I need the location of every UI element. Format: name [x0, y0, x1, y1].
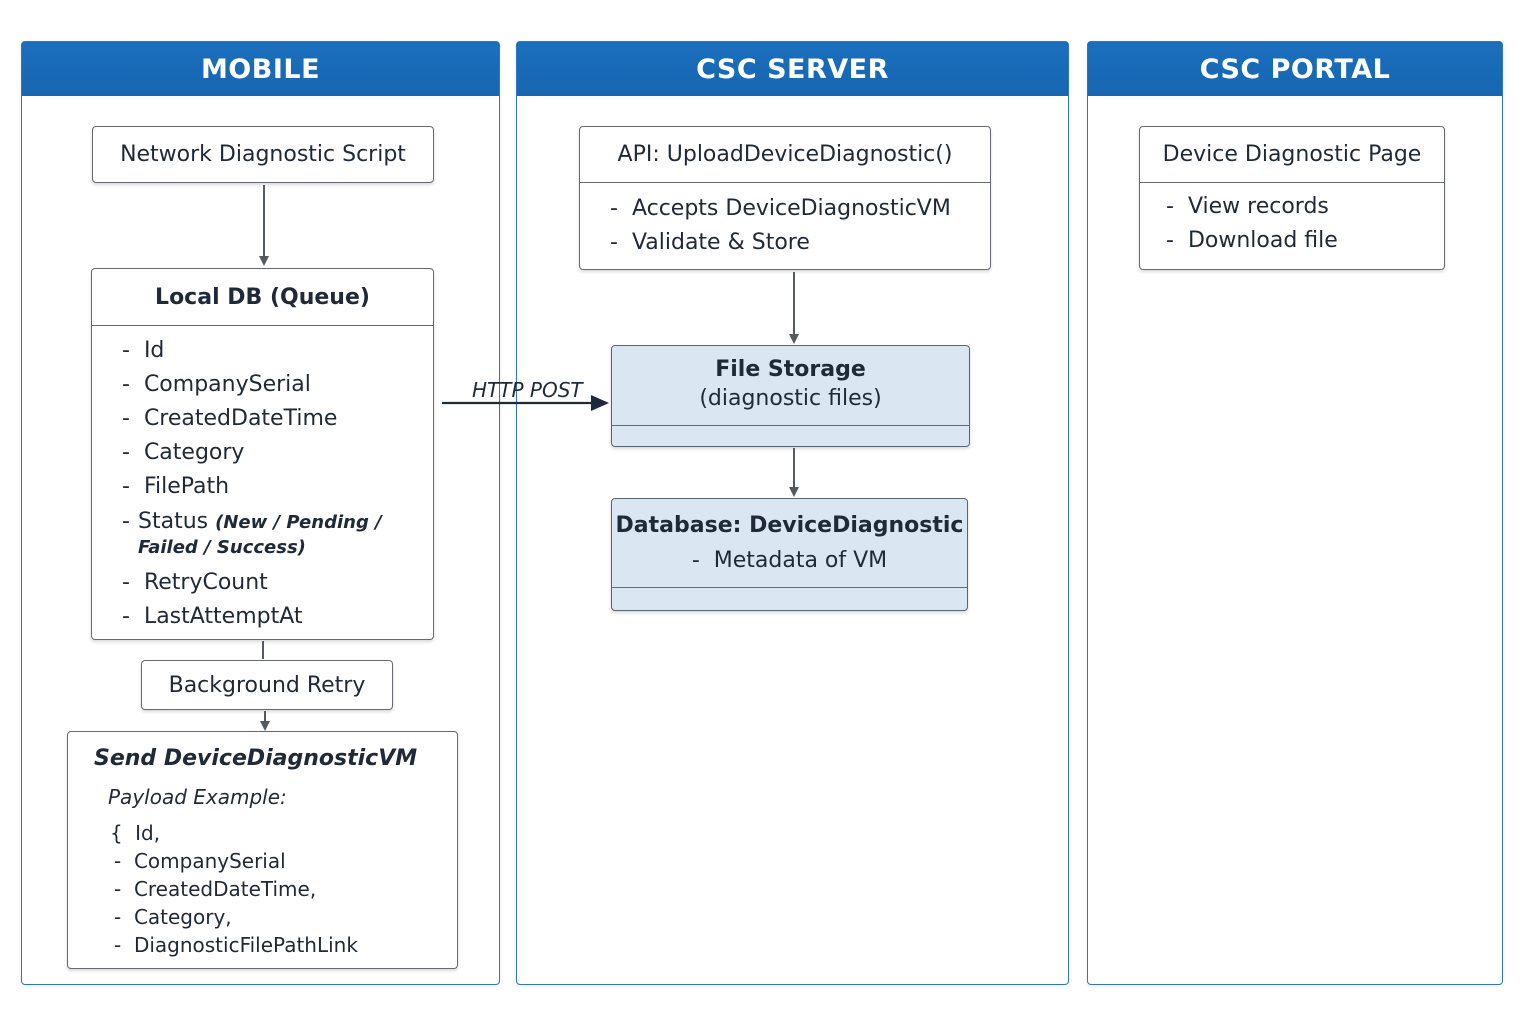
api-upload-box: API: UploadDeviceDiagnostic() Accepts De…: [579, 126, 991, 270]
http-post-label: HTTP POST: [472, 378, 583, 402]
device-diagnostic-page-divider: [1140, 182, 1444, 183]
local-db-field: CreatedDateTime: [122, 402, 433, 436]
payload-first-field: Id,: [135, 821, 161, 845]
device-diagnostic-page-title: Device Diagnostic Page: [1162, 142, 1422, 167]
database-box: Database: DeviceDiagnostic - Metadata of…: [611, 498, 968, 611]
payload-open-brace: {: [110, 821, 123, 845]
mobile-lane-header: MOBILE: [22, 42, 499, 96]
database-item: - Metadata of VM: [691, 548, 888, 573]
local-db-field: CompanySerial: [122, 368, 433, 402]
local-db-field: FilePath: [122, 470, 433, 504]
background-retry-box: Background Retry: [141, 660, 393, 710]
database-item-text: Metadata of VM: [713, 548, 888, 573]
local-db-field: LastAttemptAt: [122, 600, 433, 634]
database-divider: [612, 587, 967, 588]
api-upload-divider: [580, 182, 990, 183]
local-db-field: RetryCount: [122, 566, 433, 600]
api-upload-item: Validate & Store: [610, 226, 990, 260]
network-diagnostic-script-box: Network Diagnostic Script: [92, 126, 434, 183]
payload-field: Category,: [114, 903, 457, 931]
send-device-diagnostic-box: Send DeviceDiagnosticVM Payload Example:…: [67, 731, 458, 969]
file-storage-title: File Storage: [715, 357, 866, 382]
file-storage-subtitle: (diagnostic files): [699, 386, 882, 411]
status-label: Status: [138, 509, 209, 534]
send-box-title: Send DeviceDiagnosticVM: [94, 746, 418, 771]
payload-field: DiagnosticFilePathLink: [114, 931, 457, 959]
payload-field: CompanySerial: [114, 847, 457, 875]
database-title: Database: DeviceDiagnostic: [615, 513, 964, 538]
api-upload-items: Accepts DeviceDiagnosticVM Validate & St…: [580, 183, 990, 260]
payload-label: Payload Example:: [108, 785, 287, 809]
device-diagnostic-page-item: Download file: [1166, 224, 1444, 258]
local-db-field: Category: [122, 436, 433, 470]
device-diagnostic-page-item: View records: [1166, 190, 1444, 224]
local-db-status-field: - Status (New / Pending / Failed / Succe…: [122, 509, 382, 559]
portal-lane-header: CSC PORTAL: [1088, 42, 1502, 96]
device-diagnostic-page-box: Device Diagnostic Page View records Down…: [1139, 126, 1445, 270]
api-upload-item: Accepts DeviceDiagnosticVM: [610, 192, 990, 226]
local-db-field-list-after: RetryCount LastAttemptAt: [122, 566, 433, 634]
local-db-field-list: Id CompanySerial CreatedDateTime Categor…: [122, 334, 433, 504]
file-storage-box: File Storage (diagnostic files): [611, 345, 970, 447]
server-lane-header: CSC SERVER: [517, 42, 1068, 96]
status-values: (New / Pending / Failed / Success): [138, 512, 382, 558]
api-upload-title: API: UploadDeviceDiagnostic(): [617, 142, 953, 167]
background-retry-label: Background Retry: [168, 672, 366, 698]
network-diagnostic-script-label: Network Diagnostic Script: [120, 142, 406, 167]
device-diagnostic-page-items: View records Download file: [1140, 183, 1444, 258]
local-db-box: Local DB (Queue) Id CompanySerial Create…: [91, 268, 434, 640]
payload-field: CreatedDateTime,: [114, 875, 457, 903]
local-db-field: Id: [122, 334, 433, 368]
local-db-divider: [92, 325, 433, 326]
payload-first-line: { Id,: [68, 809, 457, 847]
payload-field-list: CompanySerial CreatedDateTime, Category,…: [68, 847, 457, 959]
file-storage-divider: [612, 425, 969, 426]
local-db-title: Local DB (Queue): [155, 284, 370, 310]
